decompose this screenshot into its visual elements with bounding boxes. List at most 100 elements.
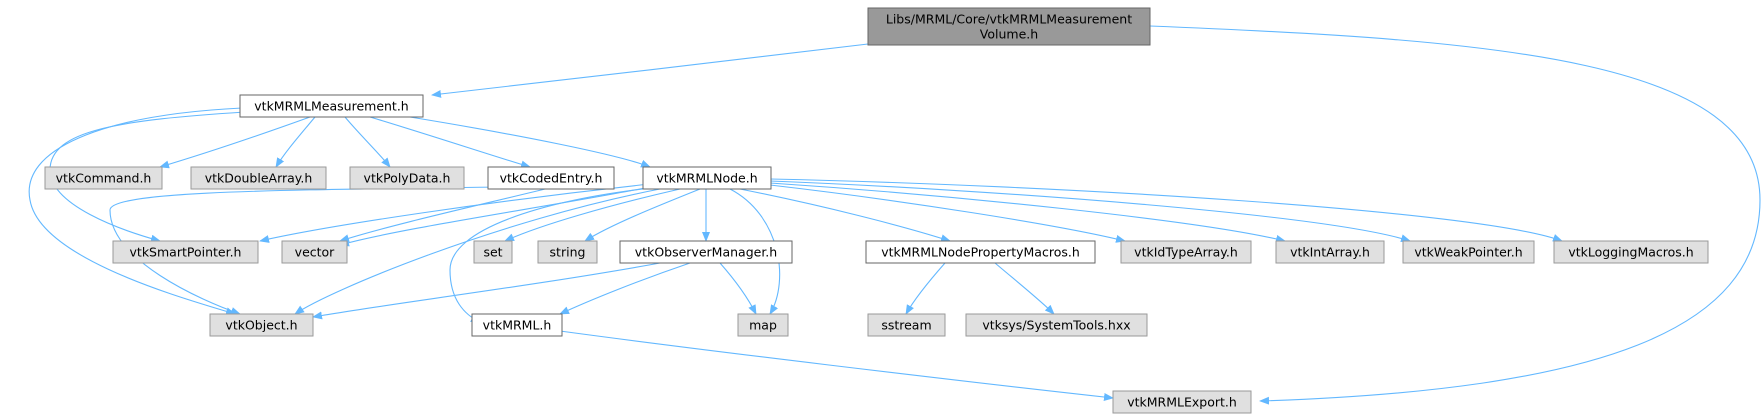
node-box-propertymacros (865, 240, 1096, 264)
edge-measurement-to-smartpointer (49, 111, 246, 243)
edge-mrmlnode-to-vector (339, 186, 651, 247)
node-propertymacros[interactable]: vtkMRMLNodePropertyMacros.h (865, 240, 1096, 264)
edge-mrmlnode-to-mrml (449, 186, 661, 323)
node-command: vtkCommand.h (44, 166, 163, 190)
node-intarray: vtkIntArray.h (1275, 240, 1385, 264)
edge-observermanager-to-map (719, 262, 757, 315)
node-label-object: vtkObject.h (225, 318, 297, 333)
edge-measurement-to-mrmlnode (409, 116, 651, 168)
edge-root-to-mrmlexport (1149, 25, 1761, 405)
edge-propertymacros-to-systemtools (994, 262, 1055, 315)
node-label-codedentry: vtkCodedEntry.h (500, 171, 603, 186)
node-smartpointer: vtkSmartPointer.h (112, 240, 259, 264)
node-label-loggingmacros: vtkLoggingMacros.h (1568, 245, 1693, 260)
node-doublearray: vtkDoubleArray.h (190, 166, 327, 190)
node-label-string: string (550, 245, 586, 260)
edge-root-to-measurement (431, 43, 869, 98)
nodes-layer: Libs/MRML/Core/vtkMRMLMeasurementVolume.… (44, 7, 1709, 414)
node-label-intarray: vtkIntArray.h (1290, 245, 1370, 260)
node-box-vector (281, 240, 348, 264)
node-label-set: set (483, 245, 502, 260)
node-box-string (537, 240, 598, 264)
node-box-intarray (1275, 240, 1385, 264)
edge-mrmlnode-to-idtypearray (769, 184, 1126, 243)
node-label-mrmlexport: vtkMRMLExport.h (1127, 395, 1237, 410)
node-box-smartpointer (112, 240, 259, 264)
edge-measurement-to-doublearray (275, 116, 316, 168)
node-box-weakpointer (1402, 240, 1535, 264)
node-label-sstream: sstream (881, 318, 931, 333)
edge-mrmlnode-to-propertymacros (739, 188, 951, 243)
edge-measurement-to-command (159, 116, 311, 169)
node-object: vtkObject.h (209, 313, 314, 337)
node-box-mrmlexport (1112, 390, 1252, 414)
edge-mrmlnode-to-loggingmacros (769, 178, 1563, 242)
edge-measurement-to-polydata (344, 116, 391, 168)
node-box-measurement (239, 94, 424, 118)
node-label-propertymacros: vtkMRMLNodePropertyMacros.h (881, 245, 1080, 260)
node-mrml[interactable]: vtkMRML.h (471, 313, 563, 337)
node-box-codedentry (487, 166, 615, 190)
node-label-map: map (749, 318, 777, 333)
edge-codedentry-to-object (109, 186, 501, 315)
node-box-set (473, 240, 513, 264)
node-label-smartpointer: vtkSmartPointer.h (130, 245, 242, 260)
node-systemtools: vtksys/SystemTools.hxx (965, 313, 1148, 337)
node-idtypearray: vtkIdTypeArray.h (1120, 240, 1252, 264)
node-label-command: vtkCommand.h (56, 171, 152, 186)
edge-mrmlnode-to-smartpointer (259, 183, 651, 243)
node-box-command (44, 166, 163, 190)
node-label-root: Volume.h (980, 27, 1038, 42)
node-box-object (209, 313, 314, 337)
node-sstream: sstream (867, 313, 946, 337)
node-observermanager[interactable]: vtkObserverManager.h (619, 240, 793, 264)
node-set: set (473, 240, 513, 264)
node-map: map (737, 313, 789, 337)
node-box-polydata (349, 166, 465, 190)
edges-layer (28, 25, 1761, 405)
node-label-root: Libs/MRML/Core/vtkMRMLMeasurement (886, 12, 1132, 27)
node-vector: vector (281, 240, 348, 264)
node-label-mrmlnode: vtkMRMLNode.h (656, 171, 757, 186)
node-box-mrml (471, 313, 563, 337)
node-label-observermanager: vtkObserverManager.h (635, 245, 777, 260)
node-codedentry[interactable]: vtkCodedEntry.h (487, 166, 615, 190)
node-label-idtypearray: vtkIdTypeArray.h (1134, 245, 1238, 260)
node-measurement[interactable]: vtkMRMLMeasurement.h (239, 94, 424, 118)
node-box-map (737, 313, 789, 337)
edge-measurement-to-codedentry (369, 116, 531, 169)
edge-mrmlnode-to-intarray (769, 182, 1286, 243)
node-mrmlnode[interactable]: vtkMRMLNode.h (642, 166, 772, 190)
node-label-measurement: vtkMRMLMeasurement.h (254, 99, 408, 114)
edge-mrmlnode-to-string (584, 188, 701, 242)
node-mrmlexport: vtkMRMLExport.h (1112, 390, 1252, 414)
node-label-polydata: vtkPolyData.h (364, 171, 451, 186)
edge-propertymacros-to-sstream (905, 262, 946, 315)
edge-mrmlnode-to-set (504, 188, 681, 242)
edge-measurement-to-object (28, 107, 243, 316)
node-label-vector: vector (295, 245, 336, 260)
node-label-weakpointer: vtkWeakPointer.h (1414, 245, 1522, 260)
edge-observermanager-to-object (312, 262, 661, 320)
node-box-mrmlnode (642, 166, 772, 190)
node-box-observermanager (619, 240, 793, 264)
edge-observermanager-to-mrml (559, 262, 691, 315)
node-loggingmacros: vtkLoggingMacros.h (1553, 240, 1709, 264)
node-weakpointer: vtkWeakPointer.h (1402, 240, 1535, 264)
edge-codedentry-to-vector (339, 188, 546, 243)
node-box-doublearray (190, 166, 327, 190)
node-label-mrml: vtkMRML.h (483, 318, 552, 333)
node-string: string (537, 240, 598, 264)
node-box-root (867, 7, 1151, 46)
node-box-systemtools (965, 313, 1148, 337)
node-polydata: vtkPolyData.h (349, 166, 465, 190)
node-box-sstream (867, 313, 946, 337)
node-label-doublearray: vtkDoubleArray.h (205, 171, 313, 186)
node-label-systemtools: vtksys/SystemTools.hxx (982, 318, 1130, 333)
node-box-loggingmacros (1553, 240, 1709, 264)
node-box-idtypearray (1120, 240, 1252, 264)
edge-mrmlnode-to-weakpointer (769, 180, 1411, 243)
node-root[interactable]: Libs/MRML/Core/vtkMRMLMeasurementVolume.… (867, 7, 1151, 46)
edge-mrml-to-mrmlexport (559, 330, 1114, 401)
